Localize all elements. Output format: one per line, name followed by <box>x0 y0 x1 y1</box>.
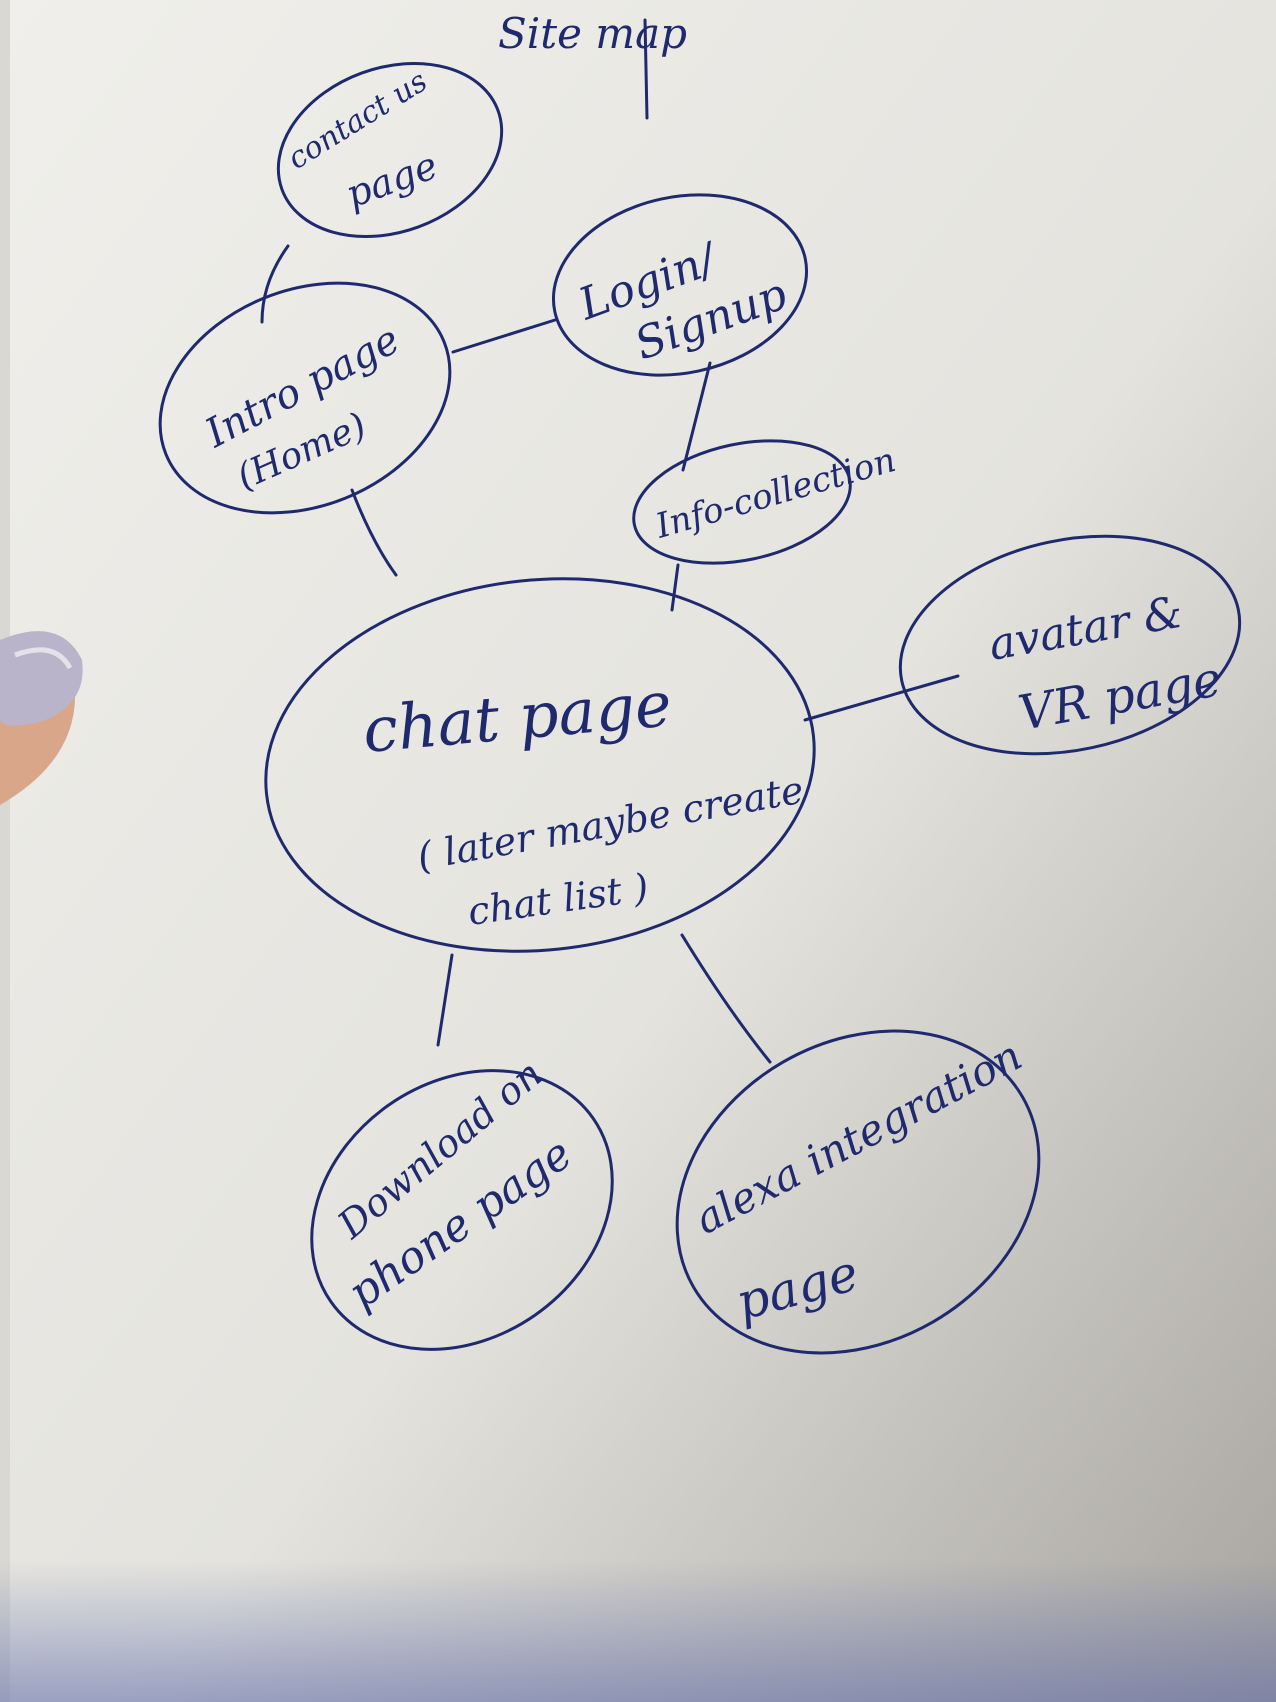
edge-intro-contact <box>260 244 290 324</box>
connectors <box>260 244 960 1064</box>
edge-intro-login <box>451 318 557 354</box>
edge-login-info <box>681 361 712 472</box>
diagram-title: Site map <box>498 9 687 58</box>
edge-intro-chat <box>350 488 398 577</box>
edge-info-chat <box>670 563 680 612</box>
edge-chat-download <box>436 953 454 1047</box>
edge-chat-avatar <box>803 674 960 722</box>
edge-chat-alexa <box>680 933 772 1064</box>
paper-sheet <box>10 0 1276 1702</box>
finger <box>0 631 83 805</box>
